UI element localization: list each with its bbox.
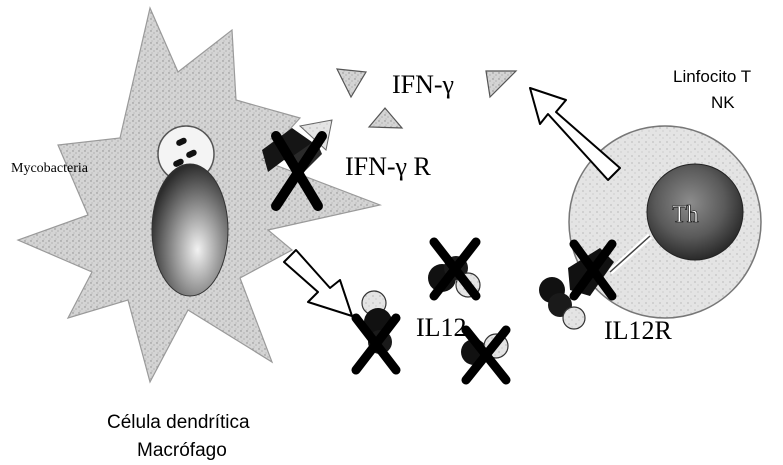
- ifn-gamma-receptor-label: IFN-γ R: [345, 152, 432, 181]
- lymphocyte-label-line2: NK: [711, 93, 735, 112]
- ifn-gamma-label: IFN-γ: [392, 70, 454, 99]
- lymphocyte-label-line1: Linfocito T: [673, 67, 751, 86]
- il12-molecule-1: [356, 291, 396, 370]
- secretion-arrow: [530, 88, 620, 180]
- nucleus: [152, 164, 228, 296]
- th-label: Th: [672, 202, 699, 228]
- cell-label-line2: Macrófago: [137, 440, 227, 461]
- ifn-gamma-molecule: [369, 108, 402, 128]
- il12-production-arrow: [284, 250, 352, 316]
- mycobacteria-label: Mycobacteria: [11, 161, 89, 176]
- ifn-gamma-molecule: [486, 71, 516, 97]
- il12-molecule-3: [461, 330, 508, 380]
- ifn-gamma-molecule: [337, 69, 366, 97]
- il12-molecule-2: [428, 242, 480, 297]
- il12-receptor-label: IL12R: [604, 316, 673, 345]
- cell-label-line1: Célula dendrítica: [107, 412, 250, 433]
- il12-label: IL12: [416, 313, 467, 342]
